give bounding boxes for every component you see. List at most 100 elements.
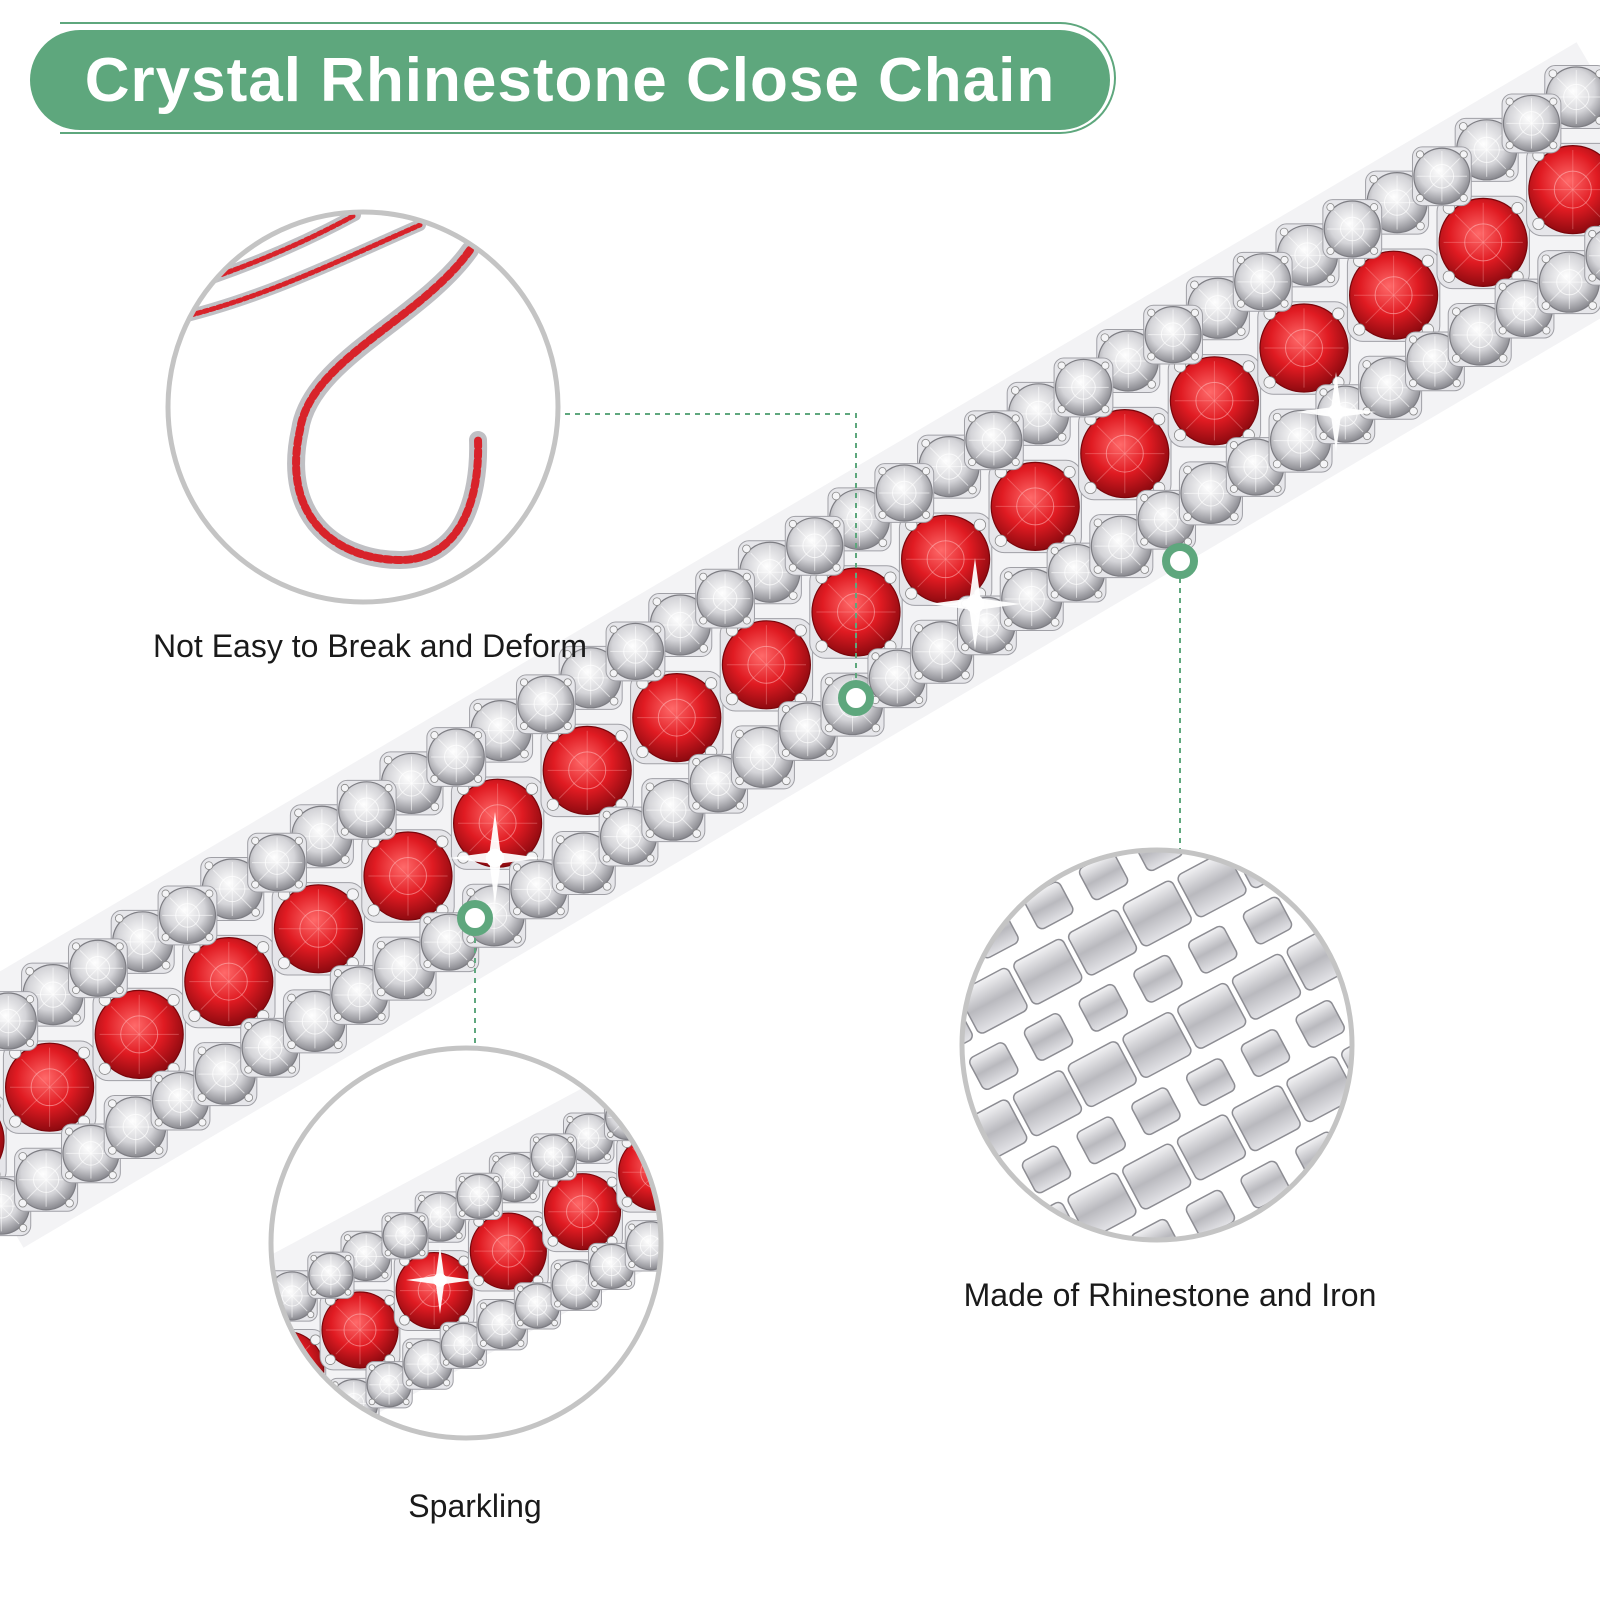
clear-rhinestone [307,1251,355,1299]
clear-rhinestone [663,1204,709,1250]
iron-setting [962,967,1028,1034]
ruby-rhinestone [898,512,993,606]
iron-setting [1187,793,1239,844]
iron-setting [1133,850,1184,872]
iron-setting [1340,763,1412,832]
iron-setting [1231,1085,1301,1152]
sparkle-highlight [406,1246,474,1314]
clear-rhinestone [455,1172,503,1220]
iron-setting [911,1202,963,1253]
iron-setting [1122,880,1192,947]
iron-setting [1078,983,1129,1032]
clear-rhinestone [0,991,39,1051]
feature-caption-deform: Not Easy to Break and Deform [153,628,587,664]
clear-rhinestone [515,674,576,735]
iron-setting [858,967,910,1018]
iron-setting [1395,734,1467,803]
clear-rhinestone [1322,199,1383,259]
iron-setting [749,1026,801,1077]
ruby-rhinestone [271,1329,327,1410]
iron-setting [1458,911,1510,962]
clear-rhinestone [637,1073,661,1125]
clear-rhinestone [712,1034,762,1084]
clear-rhinestone [336,779,397,840]
iron-setting [803,1128,855,1179]
clear-rhinestone [874,463,935,523]
clear-rhinestone [381,1212,429,1260]
title-banner-outline [60,22,1116,134]
clear-rhinestone [103,1094,168,1159]
iron-setting [1351,837,1403,888]
ruby-rhinestone [467,1210,549,1292]
iron-setting [1231,953,1302,1020]
clear-rhinestone [963,410,1024,471]
iron-setting [962,1071,964,1120]
ruby-rhinestone [630,670,724,765]
iron-setting [1188,925,1238,974]
iron-setting [1513,882,1565,933]
ruby-rhinestone [1346,248,1441,342]
clear-rhinestone [737,1164,783,1210]
clear-rhinestone [699,1181,749,1231]
ruby-rhinestone [319,1289,401,1371]
clear-rhinestone [271,1417,306,1438]
detail-circle-flexibility [165,209,561,605]
clear-rhinestone [1053,357,1114,418]
iron-setting [1395,865,1467,934]
ruby-rhinestone [361,829,455,923]
iron-setting [1122,1143,1192,1210]
ruby-rhinestone [182,934,276,1029]
iron-setting [1185,1058,1236,1107]
clear-rhinestone [291,1400,339,1438]
ruby-rhinestone [988,459,1082,554]
ruby-rhinestone [92,987,186,1082]
iron-setting [804,997,856,1048]
iron-setting [1286,1056,1352,1123]
clear-rhinestone [784,515,845,576]
iron-setting [694,1055,746,1106]
iron-setting [1131,1087,1181,1136]
iron-setting [1406,808,1458,859]
iron-setting [738,1083,810,1152]
title-banner: Crystal Rhinestone Close Chain [30,30,1110,130]
iron-setting [1176,1114,1247,1181]
iron-setting [1133,954,1183,1003]
iron-setting [1349,1102,1352,1151]
iron-setting [962,1128,973,1195]
sparkle-highlight [1296,372,1376,452]
rhinestone-chain [0,42,1600,1248]
clear-rhinestone [513,1282,562,1330]
clear-rhinestone [247,832,307,893]
iron-setting [1403,1072,1455,1123]
iron-setting [1568,985,1600,1036]
iron-setting [1351,706,1403,757]
clear-rhinestone [624,1220,661,1272]
iron-setting [1394,997,1466,1066]
iron-setting [1130,1218,1181,1240]
iron-setting [749,1157,801,1208]
iron-setting [1286,850,1352,860]
iron-setting [1341,895,1352,962]
clear-rhinestone [1501,93,1562,154]
iron-setting [1504,938,1576,1007]
ruby-rhinestone [393,1250,475,1331]
clear-rhinestone [605,621,666,682]
iron-setting [1242,896,1293,945]
iron-setting [1177,982,1247,1049]
iron-setting [1350,970,1352,1019]
iron-setting [847,1288,919,1357]
feature-caption-sparkle: Sparkling [408,1488,542,1524]
ruby-rhinestone [271,882,366,976]
ruby-rhinestone [540,723,634,818]
iron-setting [856,1231,908,1282]
clear-rhinestone [426,727,487,787]
iron-setting [1067,1041,1137,1108]
iron-setting [911,1334,963,1385]
iron-setting [848,1025,920,1094]
ruby-rhinestone [1167,354,1262,448]
sparkle-highlight [929,558,1021,650]
iron-setting [1240,1029,1291,1077]
feature-caption-material: Made of Rhinestone and Iron [963,1277,1377,1313]
ruby-rhinestone [2,1040,97,1134]
clear-rhinestone [1143,304,1203,365]
